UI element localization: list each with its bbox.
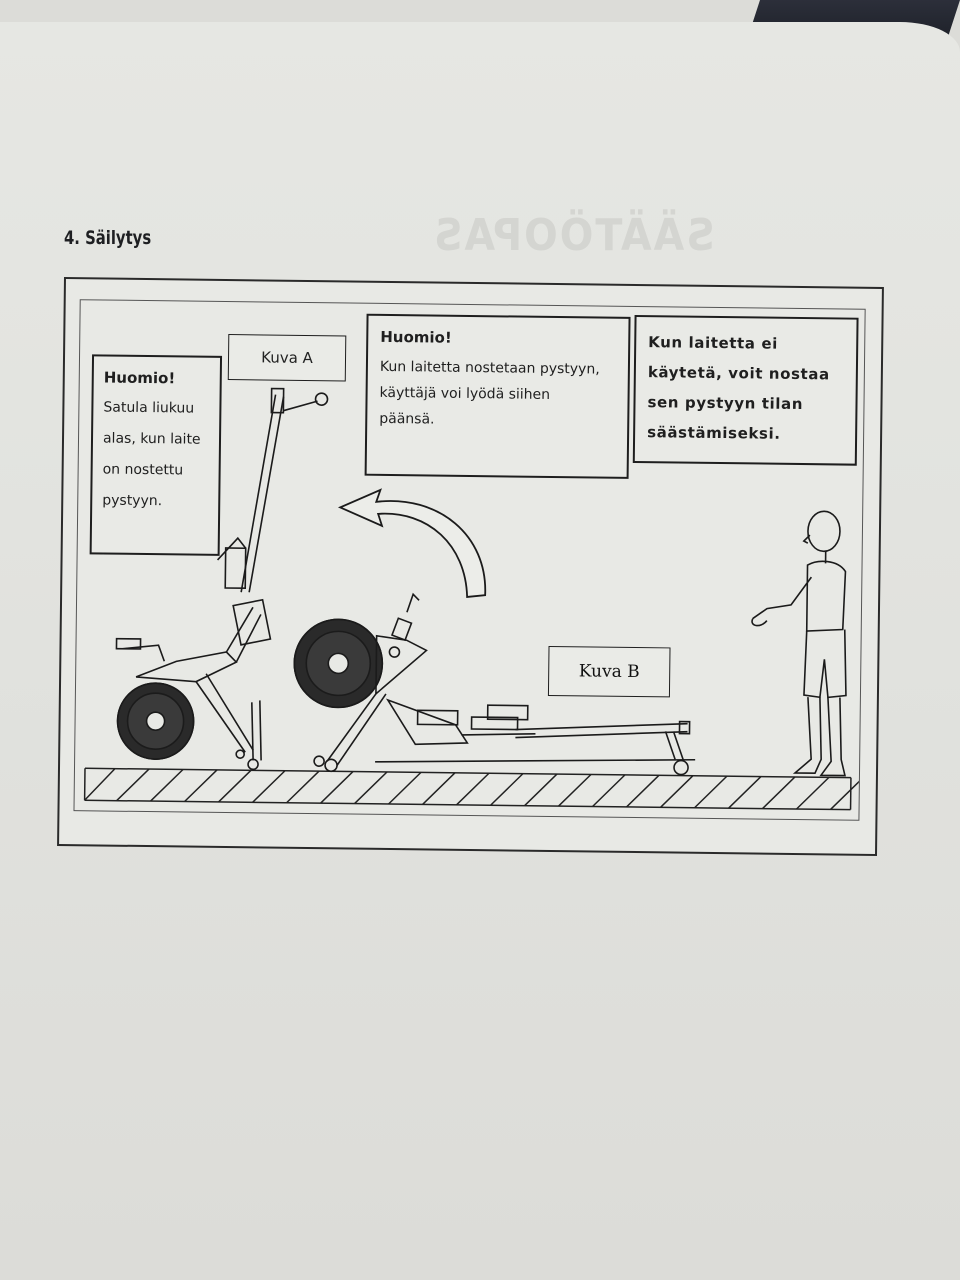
rower-upright bbox=[115, 387, 329, 771]
floor-hatch-line bbox=[320, 771, 354, 804]
floor-hatch-line bbox=[830, 777, 864, 810]
floor-hatch-line bbox=[728, 776, 762, 809]
show-through-text: SÄÄTÖOPAS bbox=[432, 210, 715, 261]
floor-hatch-line bbox=[354, 771, 388, 805]
floor-hatch-line bbox=[626, 774, 660, 808]
rower-flat bbox=[293, 592, 696, 776]
floor-hatch-line bbox=[422, 772, 456, 805]
note-store-upright: Kun laitetta ei käytetä, voit nostaa sen… bbox=[632, 314, 859, 466]
manual-page: SÄÄTÖOPAS 4. Säilytys bbox=[0, 22, 960, 1280]
note-body: Kun laitetta ei käytetä, voit nostaa sen… bbox=[647, 333, 830, 443]
floor-hatch-line bbox=[558, 773, 592, 807]
section-title: 4. Säilytys bbox=[64, 227, 152, 249]
lift-arrow bbox=[337, 488, 487, 598]
note-heading: Huomio! bbox=[380, 327, 452, 347]
floor-hatch-line bbox=[762, 776, 796, 810]
floor-hatch-line bbox=[116, 768, 150, 802]
floor-hatch bbox=[83, 767, 864, 811]
storage-figure: Huomio! Satula liukuu alas, kun laite on… bbox=[57, 277, 884, 856]
floor-hatch-line bbox=[84, 768, 116, 801]
floor-hatch-line bbox=[796, 776, 830, 810]
floor-hatch-line bbox=[150, 768, 184, 802]
floor-hatch-line bbox=[660, 775, 694, 808]
storage-illustration bbox=[83, 387, 864, 811]
person-figure bbox=[751, 510, 847, 777]
figure-frame: Huomio! Satula liukuu alas, kun laite on… bbox=[73, 299, 866, 821]
note-heading: Huomio! bbox=[103, 368, 176, 388]
floor-hatch-line bbox=[218, 769, 252, 803]
floor-hatch-line bbox=[456, 772, 490, 806]
floor-hatch-line bbox=[694, 775, 728, 809]
floor-hatch-line bbox=[524, 773, 558, 807]
note-head-warning: Huomio! Kun laitetta nostetaan pystyyn, … bbox=[364, 313, 631, 479]
note-seat-slides: Huomio! Satula liukuu alas, kun laite on… bbox=[89, 354, 223, 556]
floor-hatch-line bbox=[592, 774, 626, 808]
label-figure-a: Kuva A bbox=[227, 334, 347, 382]
floor-hatch-line bbox=[184, 769, 218, 803]
floor-hatch-line bbox=[388, 771, 422, 805]
floor-hatch-line bbox=[252, 770, 286, 803]
note-body: Satula liukuu alas, kun laite on nostett… bbox=[102, 399, 201, 510]
note-body: Kun laitetta nostetaan pystyyn, käyttäjä… bbox=[379, 358, 600, 428]
label-figure-b: Kuva B bbox=[547, 645, 671, 698]
floor-hatch-line bbox=[286, 770, 320, 804]
floor-hatch-line bbox=[490, 773, 524, 806]
